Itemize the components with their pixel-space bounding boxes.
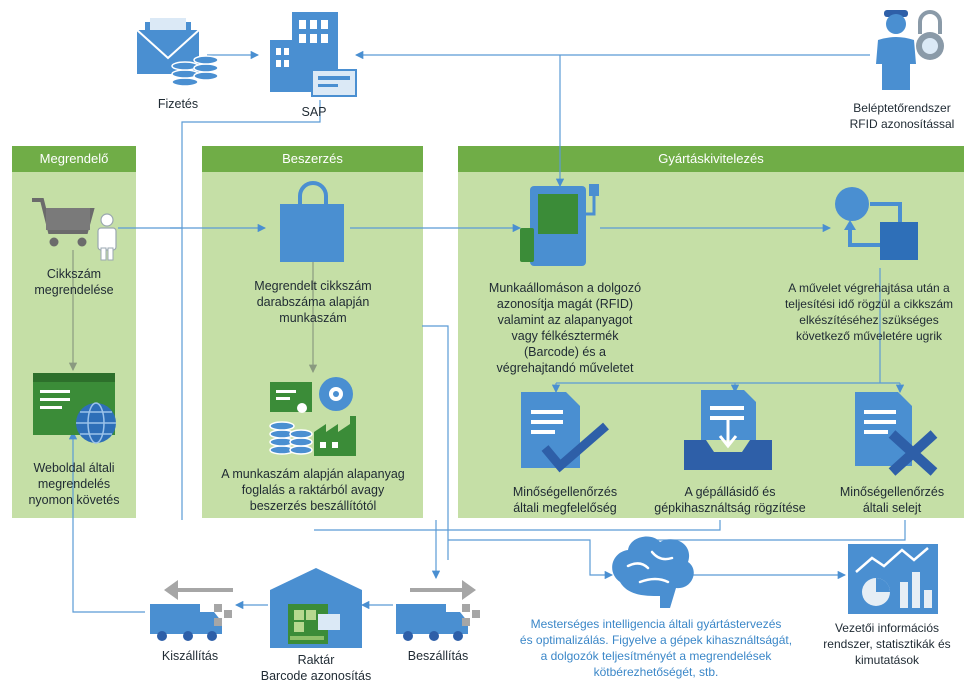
muvelet-label: A művelet végrehajtása után a teljesítés… <box>784 281 954 343</box>
shopping-cart-icon <box>32 198 95 247</box>
gyartas-header: Gyártáskivitelezés <box>458 146 964 172</box>
document-tray-icon <box>684 390 772 470</box>
process-cycle-icon <box>835 187 918 260</box>
database-icon <box>269 421 313 455</box>
disc-icon <box>319 377 353 411</box>
person-icon <box>97 213 117 261</box>
fizetes-label: Fizetés <box>157 97 199 111</box>
beszallitas-label: Beszállítás <box>407 649 469 663</box>
beszerzes-header: Beszerzés <box>202 146 423 172</box>
gepallasido-label: A gépállásidő és gépkihasználtság rögzít… <box>654 485 806 515</box>
munkaallomas-label: Munkaállomáson a dolgozó azonosítja magá… <box>488 281 642 375</box>
selejt-label: Minőségellenőrzés általi selejt <box>839 485 945 515</box>
weboldal-label: Weboldal általi megrendelés nyomon követ… <box>28 461 120 507</box>
megfelelo-label: Minőségellenőrzés általi megfelelőség <box>512 485 618 515</box>
sap-label: SAP <box>301 105 327 119</box>
rfid-terminal-icon <box>520 184 599 266</box>
munkaszam-label: A munkaszám alapján alapanyag foglalás a… <box>221 467 405 513</box>
certificate-icon <box>270 382 312 413</box>
document-check-icon <box>521 392 609 473</box>
connector-lines <box>68 50 906 613</box>
vezetoi-label: Vezetői információs rendszer, statisztik… <box>823 621 951 667</box>
factory-icon <box>314 416 356 456</box>
cikkszam-label: Cikkszám megrendelése <box>34 267 114 297</box>
truck-icon <box>396 580 480 641</box>
truck-icon <box>150 580 233 641</box>
belepteto-label: Beléptetőrendszer RFID azonosítással <box>849 101 955 131</box>
megrendelo-header: Megrendelő <box>12 146 136 172</box>
envelope-coins-icon <box>136 18 219 87</box>
dashboard-chart-icon <box>848 544 938 614</box>
brain-icon <box>612 536 694 608</box>
warehouse-icon <box>270 568 362 648</box>
document-x-icon <box>855 392 938 476</box>
kiszallitas-label: Kiszállítás <box>161 649 219 663</box>
megrendelt-label: Megrendelt cikkszám darabszáma alapján m… <box>254 279 372 325</box>
raktar-label: Raktár Barcode azonosítás <box>260 653 372 683</box>
bag-icon <box>280 181 344 262</box>
web-globe-icon <box>33 373 116 444</box>
panel-internal-arrows <box>68 250 318 374</box>
security-guard-lock-icon <box>876 10 944 90</box>
building-icon <box>270 12 357 97</box>
mi-label: Mesterséges intelligencia általi gyártás… <box>519 617 793 679</box>
